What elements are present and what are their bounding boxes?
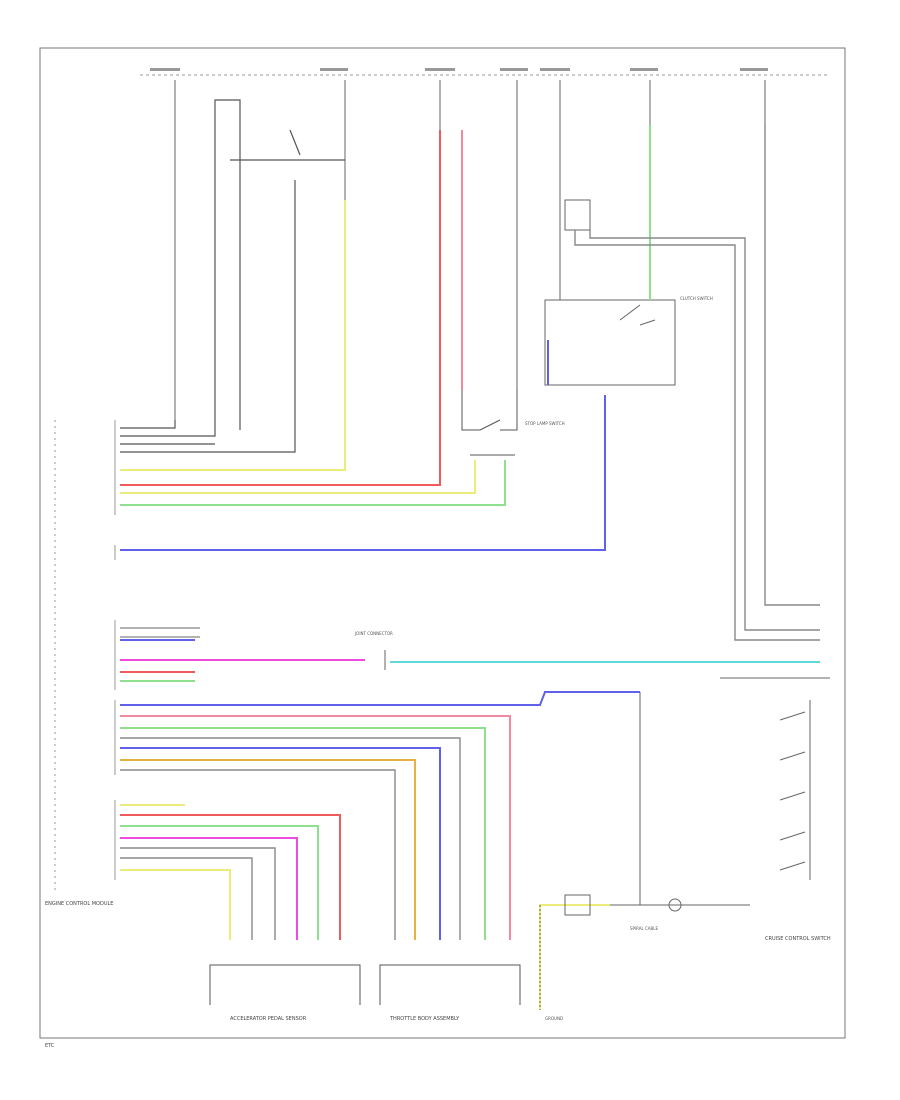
wire-pink-2 bbox=[120, 715, 511, 940]
wire-green-1 bbox=[120, 460, 506, 506]
wire-grey-3 bbox=[120, 847, 276, 940]
spiral-label: SPIRAL CABLE bbox=[630, 926, 658, 931]
ground-label: GROUND bbox=[545, 1016, 563, 1021]
ecm-upper-black-wires bbox=[120, 99, 345, 453]
wire-magenta-2 bbox=[120, 837, 298, 940]
throttle-body-connector bbox=[379, 964, 521, 1005]
wire-blue-1 bbox=[120, 395, 606, 551]
wire-grey-1 bbox=[120, 737, 461, 940]
wire-green-4 bbox=[120, 727, 486, 940]
footer-code: ETC bbox=[45, 1043, 55, 1049]
wire-yellow-2 bbox=[120, 460, 476, 494]
cruise-switch-label: CRUISE CONTROL SWITCH bbox=[765, 936, 831, 942]
ecm-label: ENGINE CONTROL MODULE bbox=[45, 901, 113, 907]
accel-pedal-connector bbox=[209, 964, 361, 1005]
fuse-labels bbox=[150, 68, 768, 71]
cruise-control-switch bbox=[720, 677, 830, 880]
diagram-frame bbox=[39, 47, 846, 1039]
wire-red-1 bbox=[120, 130, 441, 486]
accel-pedal-label: ACCELERATOR PEDAL SENSOR bbox=[230, 1016, 307, 1022]
ecm-connector-marks bbox=[54, 420, 116, 890]
ecm-lower-black-wires bbox=[120, 627, 200, 638]
grey-side-wires bbox=[574, 125, 820, 641]
wire-yellow-3 bbox=[120, 869, 231, 940]
spiral-cable bbox=[564, 894, 750, 916]
wire-grey-4 bbox=[120, 857, 253, 940]
wire-grey-2 bbox=[120, 769, 396, 940]
fuse-drops bbox=[174, 80, 766, 420]
wire-red-3 bbox=[120, 814, 341, 940]
wire-blue-4 bbox=[120, 691, 640, 706]
wire-ground-1 bbox=[539, 904, 610, 1010]
stop-lamp-switch bbox=[461, 390, 518, 456]
wire-yellow-1 bbox=[120, 200, 346, 471]
stop-lamp-label: STOP LAMP SWITCH bbox=[525, 421, 565, 426]
clutch-label: CLUTCH SWITCH bbox=[680, 296, 713, 301]
joint-label: JOINT CONNECTOR bbox=[354, 631, 393, 636]
wire-orange-1 bbox=[120, 759, 416, 940]
wire-green-5 bbox=[120, 825, 319, 940]
throttle-body-label: THROTTLE BODY ASSEMBLY bbox=[389, 1016, 460, 1022]
clutch-relay bbox=[564, 199, 656, 326]
clutch-switch-box bbox=[544, 299, 676, 386]
wire-blue-5 bbox=[120, 747, 441, 940]
